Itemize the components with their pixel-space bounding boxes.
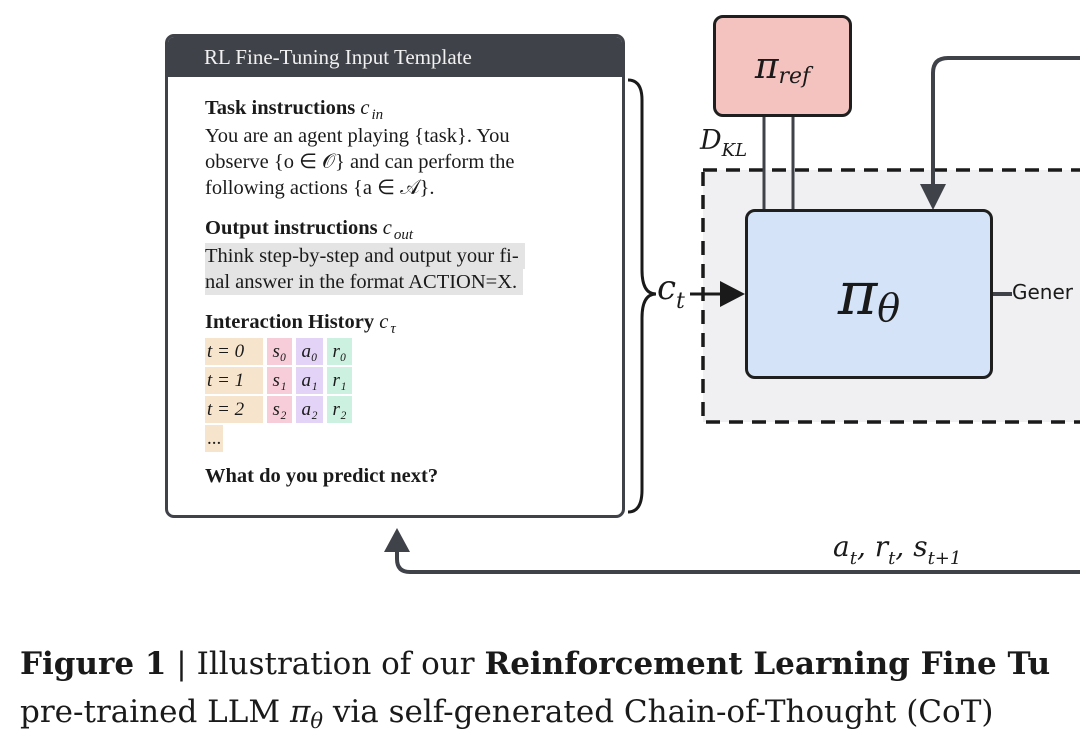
history-symbol-index: τ: [390, 321, 396, 337]
caption-line-1: Figure 1 | Illustration of our Reinforce…: [20, 640, 1080, 688]
history-reward: r₀: [327, 338, 352, 365]
caption-line-2: pre-trained LLM πθ via self-generated Ch…: [20, 688, 1080, 739]
output-symbol-index: out: [393, 227, 413, 243]
env-feedback-label: at, rt, st+1: [833, 530, 962, 569]
env-feedback-line: [395, 548, 1080, 574]
caption-text-2: pre-trained LLM: [20, 694, 290, 730]
task-symbol: c: [360, 97, 370, 119]
figure-caption: Figure 1 | Illustration of our Reinforce…: [20, 640, 1080, 739]
task-title-text: Task instructions: [205, 97, 356, 119]
template-header: RL Fine-Tuning Input Template: [168, 37, 622, 77]
env-feedback-arrowhead: [384, 528, 410, 552]
fb-a: a: [833, 530, 850, 563]
kl-label-sub: KL: [721, 140, 748, 161]
history-reward: r₁: [327, 367, 352, 394]
history-title-text: Interaction History: [205, 311, 375, 333]
fb-a-sub: t: [849, 548, 857, 569]
pi-ref-subscript: ref: [778, 63, 811, 89]
update-arrowhead: [920, 184, 946, 210]
task-line-3: following actions {a ∈ 𝒜}.: [205, 177, 435, 199]
fb-s-sub: t+1: [927, 548, 962, 569]
pi-ref-symbol: π: [754, 45, 779, 87]
ct-arrowhead: [720, 281, 745, 307]
context-label-sub: t: [676, 289, 685, 314]
caption-pi: π: [289, 694, 311, 730]
pi-theta-symbol: π: [837, 259, 878, 329]
task-line-2: observe {o ∈ 𝒪} and can perform the: [205, 151, 515, 173]
input-template-card: RL Fine-Tuning Input Template Task instr…: [165, 34, 625, 518]
history-time: t = 0: [205, 338, 263, 365]
fb-r-sub: t: [888, 548, 896, 569]
history-reward: r₂: [327, 396, 352, 423]
context-label-c: c: [657, 268, 677, 308]
history-ellipsis: ...: [205, 425, 223, 452]
fb-s: s: [913, 530, 928, 563]
history-row: t = 2 s₂ a₂ r₂: [205, 395, 622, 424]
kl-label: DKL: [700, 125, 747, 161]
caption-text-1: | Illustration of our: [166, 646, 485, 682]
history-action: a₂: [296, 396, 323, 423]
history-state: s₂: [267, 396, 292, 423]
history-time: t = 2: [205, 396, 263, 423]
output-title-text: Output instructions: [205, 217, 378, 239]
history-time: t = 1: [205, 367, 263, 394]
kl-label-d: D: [700, 125, 722, 156]
output-line-1: Think step-by-step and output your fi-: [205, 243, 525, 269]
caption-theta: θ: [310, 709, 323, 733]
task-line-1: You are an agent playing {task}. You: [205, 125, 510, 147]
output-line-2: nal answer in the format ACTION=X.: [205, 269, 524, 295]
history-action: a₀: [296, 338, 323, 365]
context-brace: [627, 78, 657, 514]
caption-bold-2: Reinforcement Learning Fine Tu: [484, 646, 1051, 682]
prediction-question: What do you predict next?: [205, 465, 439, 487]
history-row: t = 0 s₀ a₀ r₀: [205, 337, 622, 366]
history-state: s₀: [267, 338, 292, 365]
history-row-ellipsis: ...: [205, 424, 622, 453]
pi-theta-subscript: θ: [877, 286, 901, 330]
fb-r: r: [874, 530, 889, 563]
caption-figure-label: Figure 1: [20, 646, 167, 682]
history-state: s₁: [267, 367, 292, 394]
history-symbol: c: [379, 311, 389, 333]
history-row: t = 1 s₁ a₁ r₁: [205, 366, 622, 395]
task-symbol-index: in: [371, 107, 384, 123]
context-label: ct: [657, 268, 685, 314]
generate-label: Gener: [1012, 280, 1074, 304]
output-symbol: c: [382, 217, 392, 239]
update-line: [931, 56, 1080, 190]
history-action: a₁: [296, 367, 323, 394]
caption-text-3: via self-generated Chain-of-Thought (CoT…: [322, 694, 994, 730]
